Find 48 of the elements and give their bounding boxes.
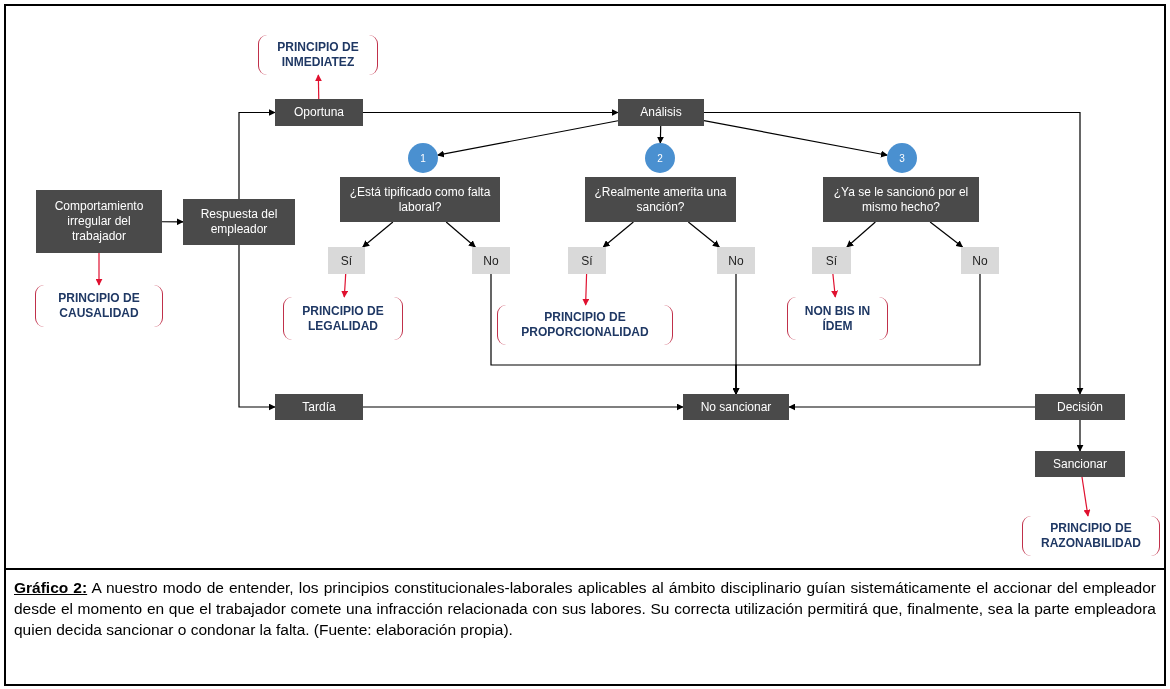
principle-bracket: PRINCIPIO DE RAZONABILIDAD <box>1022 516 1160 556</box>
arrow <box>314 74 322 100</box>
arrow <box>703 120 888 158</box>
arrow <box>341 273 349 298</box>
process-box: ¿Ya se le sancionó por el mismo hecho? <box>823 177 979 222</box>
principle-bracket: PRINCIPIO DE LEGALIDAD <box>283 297 403 340</box>
process-box: Decisión <box>1035 394 1125 420</box>
arrow <box>687 221 720 248</box>
arrow <box>362 403 684 411</box>
principle-bracket: PRINCIPIO DE INMEDIATEZ <box>258 35 378 75</box>
arrow <box>445 221 476 248</box>
arrow <box>656 125 664 144</box>
process-box: Respuesta del empleador <box>183 199 295 245</box>
process-box: No sancionar <box>683 394 789 420</box>
arrow <box>238 244 276 411</box>
process-box: ¿Está tipificado como falta laboral? <box>340 177 500 222</box>
answer-box: No <box>472 247 510 274</box>
arrow <box>362 221 394 248</box>
answer-box: Sí <box>568 247 606 274</box>
arrow <box>362 109 619 116</box>
arrow <box>95 252 103 286</box>
arrow <box>161 218 184 226</box>
arrow <box>1081 476 1091 517</box>
arrow <box>1076 419 1084 452</box>
arrow <box>929 221 964 248</box>
arrow <box>582 273 590 306</box>
arrow <box>788 403 1036 411</box>
arrow <box>437 120 619 158</box>
process-box: Comportamiento irregular del trabajador <box>36 190 162 253</box>
process-box: Análisis <box>618 99 704 126</box>
process-box: ¿Realmente amerita una sanción? <box>585 177 736 222</box>
process-box: Sancionar <box>1035 451 1125 477</box>
answer-box: No <box>961 247 999 274</box>
process-box: Oportuna <box>275 99 363 126</box>
arrow <box>238 109 276 200</box>
process-box: Tardía <box>275 394 363 420</box>
arrow <box>831 273 839 298</box>
principle-bracket: PRINCIPIO DE PROPORCIONALIDAD <box>497 305 673 345</box>
principle-bracket: NON BIS IN ÍDEM <box>787 297 888 340</box>
arrow <box>602 221 634 248</box>
caption: Gráfico 2: A nuestro modo de entender, los principios constitucionales-laborales aplicables al ámbito disciplinario guían sistemáticamente el accionar del empleador desde el momento en que el trabajador comete una infracción relacionada con sus labores. Su correcta utilización permitirá que, finalmente, sea la parte empleadora quien decida sancionar o condonar la falta. (Fuente: elaboración propia). <box>14 578 1156 640</box>
answer-box: No <box>717 247 755 274</box>
arrow <box>703 111 1084 395</box>
answer-box: Sí <box>328 247 365 274</box>
answer-box: Sí <box>812 247 851 274</box>
arrow <box>846 221 876 248</box>
principle-bracket: PRINCIPIO DE CAUSALIDAD <box>35 285 163 327</box>
arrow <box>732 273 981 395</box>
